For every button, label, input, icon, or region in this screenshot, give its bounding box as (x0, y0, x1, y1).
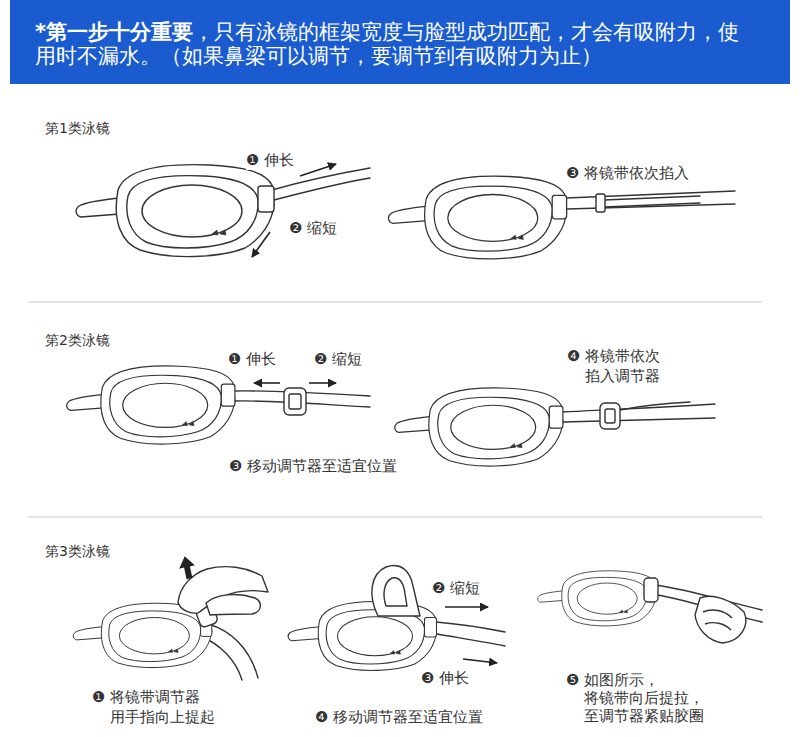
banner-paragraph: *第一步十分重要，只有泳镜的框架宽度与脸型成功匹配，才会有吸附力，使用时不漏水。… (35, 20, 747, 68)
strap-line (436, 622, 505, 632)
thumb (206, 595, 260, 615)
hand (644, 578, 746, 643)
strap-line (566, 191, 735, 198)
strap-adjuster (600, 403, 620, 429)
strap-adjuster (289, 394, 301, 409)
shorten-arrow (445, 606, 488, 608)
goggle-drawing (76, 165, 274, 257)
step-label: ❷ 缩短 (289, 218, 337, 238)
strap-line (567, 204, 735, 209)
goggle-drawing (388, 176, 566, 259)
strap-adjuster (605, 409, 615, 423)
strap-loop (596, 194, 605, 212)
step-label: ❸ 移动调节器至适宜位置 (229, 456, 397, 476)
adjuster-loop (384, 578, 407, 606)
lift-arrow (177, 555, 197, 581)
section-divider (28, 517, 762, 518)
step-label: ❷ 缩短 (314, 349, 362, 369)
strap-adjuster (284, 388, 306, 415)
strap-line (562, 404, 715, 412)
extend-arrow (463, 659, 497, 663)
step-label: ❶ 伸长 (228, 349, 276, 369)
strap-line (272, 168, 370, 190)
strap-line (604, 203, 700, 207)
goggle-drawing (538, 571, 657, 626)
shorten-arrow (309, 382, 336, 384)
strap-line (604, 196, 700, 200)
section-title: 第1类泳镜 (45, 118, 110, 138)
section-title: 第3类泳镜 (45, 541, 110, 561)
strap-adjuster (372, 566, 420, 616)
fist (695, 596, 746, 643)
step-label: ❶ 伸长 (246, 150, 294, 170)
goggle-drawing (395, 388, 563, 466)
step-label: ❸ 将镜带依次掐入 (566, 163, 689, 183)
goggle-strap (436, 622, 505, 646)
section-title: 第2类泳镜 (45, 330, 110, 350)
extend-arrow (254, 382, 280, 384)
strap-line (274, 178, 370, 200)
goggle-strap (562, 402, 715, 429)
goggle-drawing (67, 366, 235, 444)
strap-line (620, 402, 690, 410)
strap-line (437, 634, 505, 646)
step-label: ❷ 缩短 (432, 578, 480, 598)
finger-line (705, 623, 731, 630)
strap-adjuster (644, 578, 658, 602)
emphasis-text: *第一步十分重要 (35, 20, 193, 44)
goggle-strap (234, 388, 370, 415)
extend-arrow (300, 164, 336, 176)
section-divider (28, 302, 762, 303)
step-label: ❹ 移动调节器至适宜位置 (315, 707, 483, 727)
step-label: ❹ 将镜带依次 掐入调节器 (567, 346, 669, 386)
step-label: ❶ 将镜带调节器 用手指向上提起 (92, 687, 223, 727)
step-label: ❸ 伸长 (421, 668, 469, 688)
shorten-arrow (252, 232, 270, 257)
step-label: ❺ 如图所示， 将镜带向后提拉， 至调节器紧贴胶圈 (566, 671, 710, 725)
strap-line (208, 624, 258, 678)
finger-line (703, 610, 732, 618)
strap-line (563, 418, 715, 422)
goggle-strap (566, 191, 735, 212)
adjuster-loop (372, 566, 420, 616)
notice-banner: *第一步十分重要，只有泳镜的框架宽度与脸型成功匹配，才会有吸附力，使用时不漏水。… (10, 0, 790, 84)
